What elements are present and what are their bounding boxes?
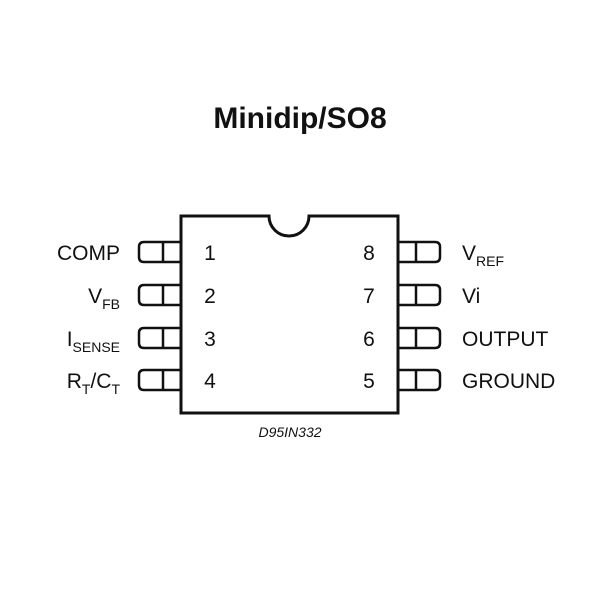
pin-label-rtct: RT/CT <box>67 370 121 397</box>
right-leads <box>398 240 442 392</box>
pin-number-7: 7 <box>363 285 375 308</box>
pin-number-8: 8 <box>363 242 375 265</box>
pin-number-6: 6 <box>363 328 375 351</box>
pin-label-ground: GROUND <box>462 370 555 393</box>
pin-label-isense: ISENSE <box>67 328 120 355</box>
pin-number-1: 1 <box>204 242 216 265</box>
pin-label-output: OUTPUT <box>462 328 549 351</box>
pin-label-comp-main: COMP <box>57 242 120 265</box>
package-code: D95IN332 <box>258 424 321 440</box>
pin-label-vref: VREF <box>462 242 504 269</box>
pin-label-vref-sub: REF <box>476 253 504 269</box>
pin-number-5: 5 <box>363 370 375 393</box>
pin-label-rtct-mid: /C <box>90 370 111 393</box>
pin-label-rtct-sub1: T <box>82 381 91 397</box>
diagram-title: Minidip/SO8 <box>213 102 386 135</box>
lead-pin-4 <box>137 368 181 392</box>
pin-label-vref-main: V <box>462 242 476 265</box>
pin-label-vfb: VFB <box>88 285 120 312</box>
lead-pin-1 <box>137 240 181 264</box>
pin-label-vfb-sub: FB <box>102 296 120 312</box>
pin-label-isense-main: I <box>67 328 73 351</box>
pin-label-ground-main: GROUND <box>462 370 555 393</box>
pin-label-rtct-sub2: T <box>111 381 120 397</box>
pin-label-vfb-main: V <box>88 285 102 308</box>
pin-label-comp: COMP <box>57 242 120 265</box>
pin-label-isense-sub: SENSE <box>73 339 120 355</box>
left-leads <box>137 240 181 392</box>
lead-pin-3 <box>137 326 181 350</box>
pin-label-vi: Vi <box>462 285 480 308</box>
pin-number-2: 2 <box>204 285 216 308</box>
lead-pin-7 <box>398 283 442 307</box>
chip-body <box>179 214 400 415</box>
lead-pin-5 <box>398 368 442 392</box>
pin-label-output-main: OUTPUT <box>462 328 549 351</box>
lead-pin-6 <box>398 326 442 350</box>
lead-pin-8 <box>398 240 442 264</box>
pin-label-rtct-r: R <box>67 370 82 393</box>
pin-label-vi-main: Vi <box>462 285 480 308</box>
lead-pin-2 <box>137 283 181 307</box>
pin-number-3: 3 <box>204 328 216 351</box>
pin-number-4: 4 <box>204 370 216 393</box>
